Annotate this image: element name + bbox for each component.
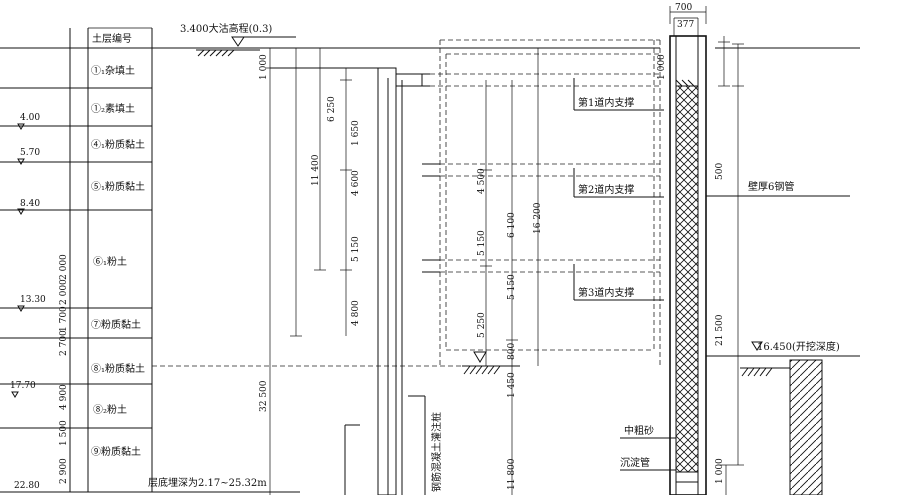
well-dim-21500: 21 500	[715, 314, 725, 346]
thickness-2: 2 000	[59, 279, 69, 305]
depth-triangle-icon	[751, 341, 763, 351]
dewatering-well	[669, 6, 744, 495]
elevation-marker-icon	[17, 123, 25, 130]
dim-32500: 32 500	[259, 380, 269, 412]
thickness-5: 4 900	[59, 384, 69, 410]
dim-11400: 11 400	[311, 154, 321, 186]
dim-800: 800	[507, 343, 517, 360]
layer-header: 土层编号	[92, 32, 132, 45]
layer-label-1: ①₁杂填土	[91, 64, 135, 77]
excavation-depth-detail	[706, 341, 860, 495]
dim-5150-a: 5 150	[351, 236, 361, 262]
layer-bottom-note: 层底埋深为2.17~25.32m	[148, 476, 267, 489]
thickness-3: 1 700	[59, 306, 69, 332]
dim-5250: 5 250	[477, 312, 487, 338]
well-width-700: 700	[675, 3, 692, 13]
elevation-triangle-icon	[231, 36, 245, 47]
pile-label: 钢筋混凝土灌注桩	[430, 412, 443, 492]
thickness-6: 1 500	[59, 420, 69, 446]
dimension-lines	[266, 47, 539, 495]
depth-mark-4: 4.00	[20, 113, 40, 123]
elevation-marker-icon	[11, 391, 19, 398]
dim-11800: 11 800	[507, 458, 517, 490]
water-level-icon	[473, 351, 487, 363]
dim-4800: 4 800	[351, 300, 361, 326]
layer-label-4: ⑤₁粉质黏土	[91, 180, 145, 193]
dim-1650: 1 650	[351, 120, 361, 146]
thickness-1: 2 000	[59, 254, 69, 280]
elevation-marker-icon	[17, 158, 25, 165]
dim-1450: 1 450	[507, 372, 517, 398]
soil-layer-table	[0, 27, 470, 493]
well-bottom-1000: 1 000	[715, 458, 725, 484]
layer-label-9: ⑨粉质黏土	[91, 445, 141, 458]
depth-markers: 4.00 5.70 8.40 13.30 17.70 22.80	[10, 113, 46, 491]
well-width-377: 377	[677, 20, 694, 30]
pipe-label: 壁厚6钢管	[748, 180, 794, 193]
strut-label-1: 第1道内支撑	[578, 96, 634, 109]
dashed-support-outline	[430, 39, 661, 366]
dim-6250: 6 250	[327, 96, 337, 122]
thickness-4: 2 700	[59, 330, 69, 356]
layer-label-8: ⑧₂粉土	[93, 403, 127, 416]
strut-label-3: 第3道内支撑	[578, 286, 634, 299]
strut-label-2: 第2道内支撑	[578, 183, 634, 196]
dim-6100: 6 100	[507, 212, 517, 238]
dim-1000-top: 1 000	[259, 54, 269, 80]
elevation-marker-icon	[17, 208, 25, 215]
dim-4600: 4 600	[351, 170, 361, 196]
well-dim-500: 500	[715, 163, 725, 180]
sand-label: 中粗砂	[624, 424, 654, 437]
depth-mark-13-3: 13.30	[20, 295, 46, 305]
strut-callouts: 第1道内支撑 第2道内支撑 第3道内支撑	[573, 78, 664, 301]
depth-mark-5-7: 5.70	[20, 148, 40, 158]
settle-pipe-label: 沉淀管	[620, 456, 650, 469]
depth-mark-17-7: 17.70	[10, 381, 36, 391]
depth-mark-8-4: 8.40	[20, 199, 40, 209]
layer-label-2: ①₂素填土	[91, 102, 135, 115]
depth-mark-22-8: 22.80	[14, 481, 40, 491]
top-elevation-label: 3.400大沽高程(0.3)	[180, 22, 272, 35]
elevation-marker-icon	[17, 305, 25, 312]
layer-label-7: ⑧₁粉质黏土	[91, 362, 145, 375]
well-top-1000: 1 000	[657, 54, 667, 80]
layer-label-5: ⑥₁粉土	[93, 255, 127, 268]
excavation-depth-label: 16.450(开挖深度)	[757, 340, 840, 353]
dim-4500: 4 500	[477, 168, 487, 194]
retaining-structure	[270, 67, 440, 495]
dim-5150-b: 5 150	[477, 230, 487, 256]
ground-surface	[0, 47, 860, 57]
thickness-7: 2 900	[59, 458, 69, 484]
dim-16200: 16 200	[533, 202, 543, 234]
layer-label-6: ⑦粉质黏土	[91, 318, 141, 331]
layer-label-3: ④₁粉质黏土	[91, 138, 145, 151]
dim-5150-c: 5 150	[507, 274, 517, 300]
